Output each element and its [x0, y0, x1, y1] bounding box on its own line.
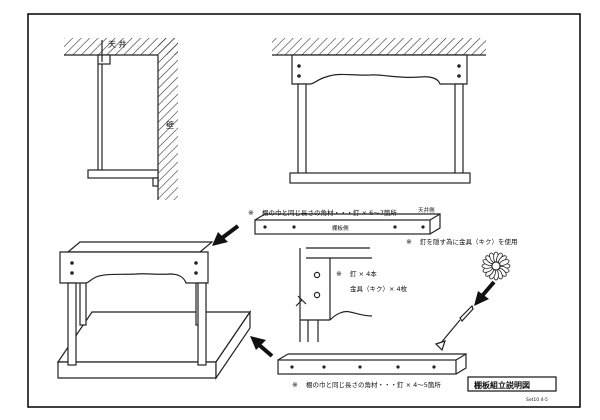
kikku-center	[491, 261, 501, 271]
wall-label: 壁	[166, 120, 174, 130]
drawing-frame	[27, 13, 581, 408]
note-kikku: 釘を隠す為に金具（キク）を使用	[420, 237, 518, 246]
wall-hatch	[158, 38, 178, 200]
top-cleat	[254, 219, 431, 235]
iso-header-board	[59, 251, 209, 284]
front-ceiling-hatch	[272, 38, 486, 55]
side-shelf-board	[87, 169, 159, 179]
top-cleat-group: ※ 棚の巾と同じ長さの角材・・・釘 × 6〜7箇所 天井側 棚板側	[248, 206, 441, 235]
arrow-to-cleat-icon	[212, 224, 240, 246]
side-section-view: 天 井 壁	[64, 38, 178, 200]
note-kikku-prefix: ※	[406, 238, 412, 246]
iso-top-cleat	[66, 241, 214, 253]
note-bottom-prefix: ※	[292, 381, 298, 389]
side-shelf-cleat	[152, 177, 159, 187]
diagram-title: 棚板組立説明図	[474, 380, 530, 390]
front-shelf-board	[289, 172, 471, 184]
iso-front-left-post	[67, 282, 77, 366]
kikku-fitting	[481, 251, 511, 281]
front-header-board	[291, 54, 468, 85]
side-top-block	[97, 54, 111, 65]
joint-detail: ※ 釘 × 4本 金具（キク）× 4枚	[295, 247, 408, 342]
iso-front-right-post	[197, 282, 207, 366]
ceiling-label: 天 井	[108, 39, 127, 49]
nail	[434, 304, 474, 352]
arrow-to-nail-icon	[474, 280, 496, 306]
front-right-post	[454, 83, 464, 175]
front-left-post	[297, 83, 307, 175]
arrow-to-shelf-icon	[250, 336, 274, 358]
note-top-prefix: ※	[248, 209, 254, 217]
assembly-isometric	[56, 241, 252, 380]
diagram-code: Set10 4-5	[526, 397, 548, 403]
ceiling-side-tag: 天井側	[418, 206, 435, 214]
note-top: 棚の巾と同じ長さの角材・・・釘 × 6〜7箇所	[262, 208, 397, 217]
arrows	[212, 224, 496, 358]
shelf-side-tag: 棚板側	[332, 224, 349, 232]
bottom-cleat	[277, 359, 457, 375]
nails-prefix: ※	[336, 270, 342, 278]
ceiling-hatch	[64, 38, 178, 55]
front-view	[272, 38, 486, 184]
nails-label: 釘 × 4本	[350, 269, 377, 278]
fittings-label: 金具（キク）× 4枚	[350, 284, 408, 293]
note-bottom: 棚の巾と同じ長さの角材・・・釘 × 4〜5箇所	[306, 380, 441, 389]
title-block: 棚板組立説明図 Set10 4-5	[467, 376, 557, 403]
bottom-cleat-group: ※ 棚の巾と同じ長さの角材・・・釘 × 4〜5箇所	[277, 352, 467, 389]
